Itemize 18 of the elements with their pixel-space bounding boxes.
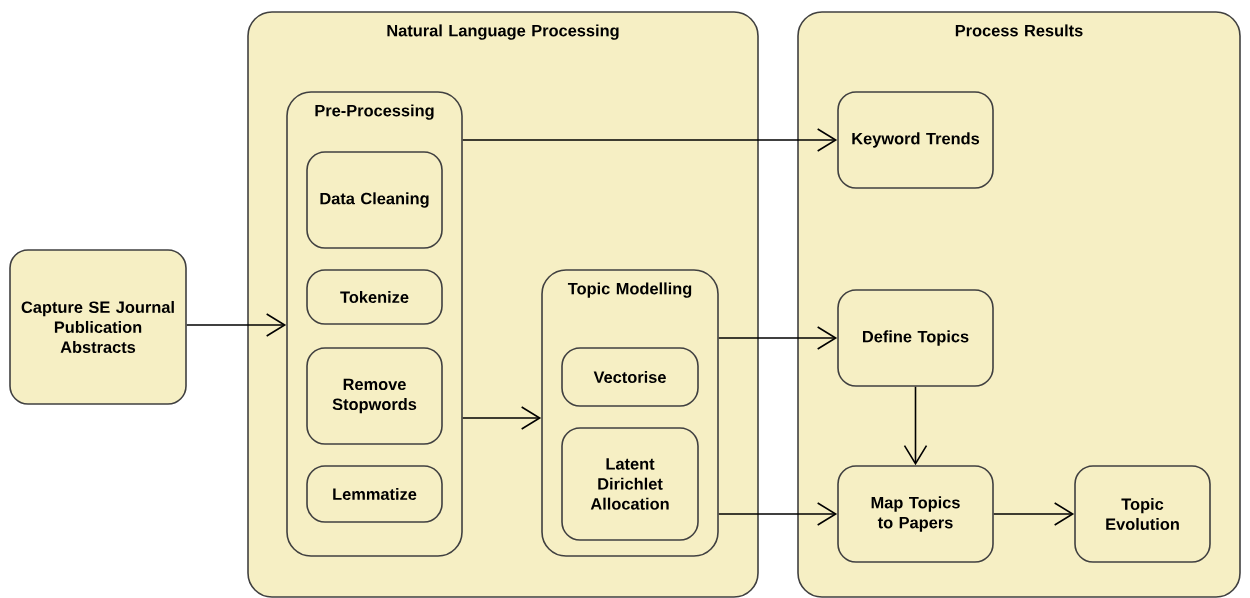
arrow [718,502,838,526]
process-box: Remove Stopwords [306,347,443,445]
arrow [903,386,928,466]
process-box: Data Cleaning [306,151,443,249]
arrow [462,406,542,430]
arrow [186,313,287,337]
process-box: Tokenize [306,269,443,325]
process-box: Vectorise [561,347,699,407]
process-box: Define Topics [837,289,994,387]
process-box: Map Topics to Papers [837,465,994,563]
process-box: Topic Evolution [1074,465,1211,563]
arrow [462,128,838,152]
process-box: Keyword Trends [837,91,994,189]
arrow [718,326,838,350]
process-box: Latent Dirichlet Allocation [561,427,699,541]
process-box: Capture SE Journal Publication Abstracts [9,249,187,405]
process-box: Lemmatize [306,465,443,523]
arrow [993,502,1075,526]
